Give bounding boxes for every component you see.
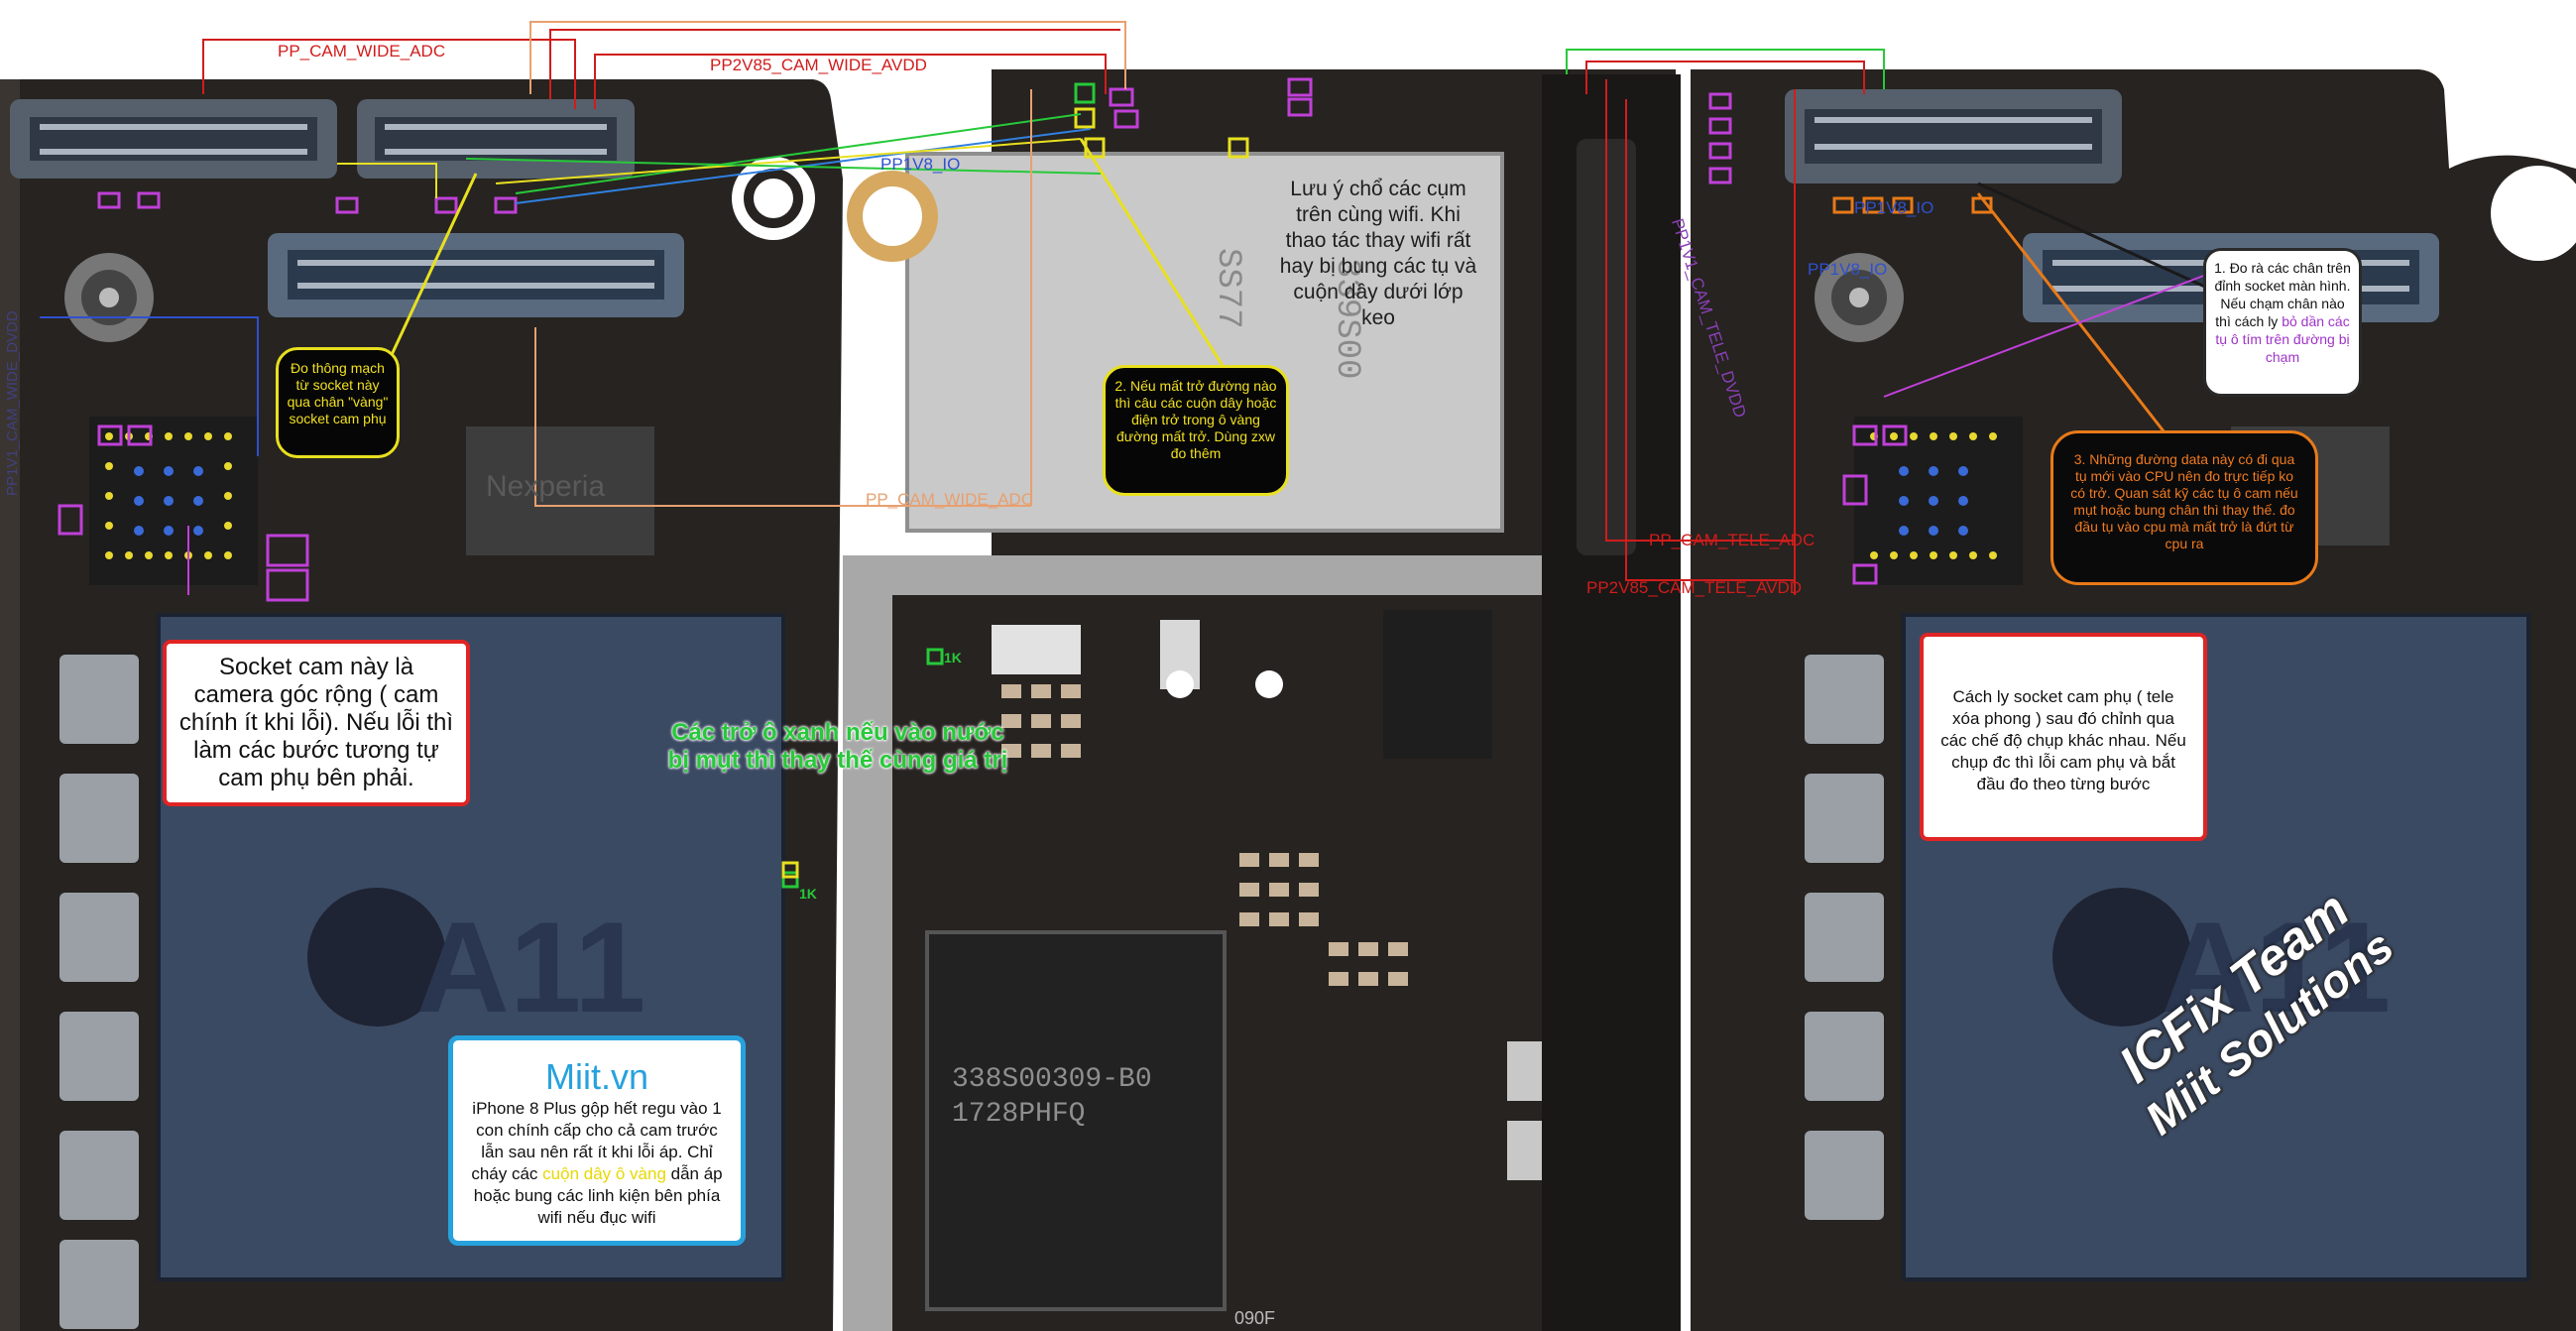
signal-pp1v8-io-right: PP1V8_IO [1808, 260, 1888, 279]
step-2-note: 2. Nếu mất trở đường nào thì câu các cuộ… [1103, 365, 1289, 496]
signal-cam-wide-adc-mid: PP_CAM_WIDE_ADC [866, 490, 1034, 509]
miit-title: Miit.vn [544, 1056, 648, 1097]
miit-info-box: Miit.vn iPhone 8 Plus gộp hết regu vào 1… [448, 1035, 746, 1246]
step-1-highlight: bỏ dần các tụ ô tím trên đường bị chạm [2215, 313, 2350, 365]
socket-continuity-note: Đo thông mạch từ socket này qua chân "và… [276, 347, 400, 458]
resistor-1k-label-b: 1K [799, 886, 817, 902]
slot-board [1542, 74, 1681, 1331]
cpu-left-label: A11 [416, 895, 645, 1039]
miit-body-highlight: cuộn dây ô vàng [542, 1164, 666, 1183]
signal-cam-tele-adc: PP_CAM_TELE_ADC [1649, 531, 1815, 549]
pmic-label-1: 338S00309-B0 [952, 1064, 1152, 1095]
isolate-socket-note: Cách ly socket cam phụ ( tele xóa phong … [1920, 633, 2207, 841]
signal-cam-wide-adc: PP_CAM_WIDE_ADC [278, 42, 446, 60]
step-1-text: 1. Đo rà các chân trên đỉnh socket màn h… [2214, 260, 2351, 329]
wifi-chip-label: 339S00 [1328, 258, 1365, 379]
ic-left-label: Nexperia [486, 470, 605, 503]
miit-body-b: dẫn áp hoặc bung các linh kiện bên phía … [473, 1164, 723, 1227]
green-resistors-note: Các trở ô xanh nếu vào nước bị mụt thì t… [667, 719, 1008, 774]
miit-body: iPhone 8 Plus gộp hết regu vào 1 con chí… [463, 1098, 731, 1229]
pmic-label-2: 1728PHFQ [952, 1099, 1085, 1130]
wide-socket-note: Socket cam này là camera góc rộng ( cam … [163, 640, 470, 806]
step-1-note: 1. Đo rà các chân trên đỉnh socket màn h… [2203, 248, 2362, 397]
step-3-note: 3. Những đường data này có đi qua tụ mới… [2050, 430, 2318, 585]
bottom-label: 090F [1234, 1308, 1275, 1328]
signal-cam-wide-dvdd: PP1V1_CAM_WIDE_DVDD [4, 310, 21, 496]
miit-body-a: iPhone 8 Plus gộp hết regu vào 1 con chí… [471, 1099, 722, 1183]
wifi-chip-label-2: SS77 [1209, 248, 1246, 329]
signal-pp1v8-io-right-2: PP1V8_IO [1854, 198, 1934, 217]
signal-lines [40, 21, 2252, 595]
wifi-warning-note: Lưu ý chổ các cụm trên cùng wifi. Khi th… [1279, 178, 1477, 329]
resistor-1k-label-a: 1K [944, 650, 962, 666]
signal-cam-wide-avdd: PP2V85_CAM_WIDE_AVDD [710, 56, 927, 74]
signal-pp1v8-io-left: PP1V8_IO [880, 155, 961, 174]
signal-cam-tele-avdd: PP2V85_CAM_TELE_AVDD [1586, 578, 1803, 597]
cpu-right-label: A11 [2162, 895, 2391, 1039]
